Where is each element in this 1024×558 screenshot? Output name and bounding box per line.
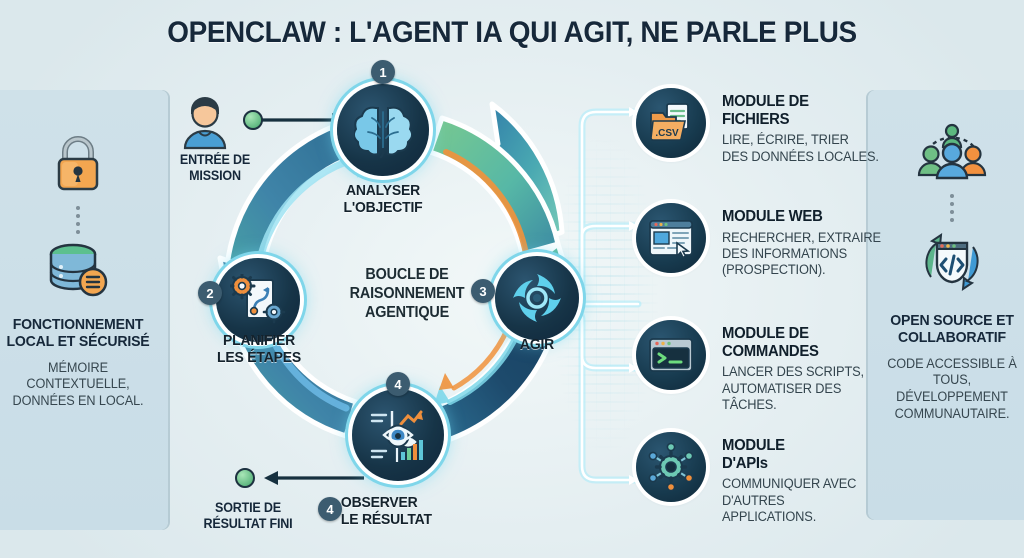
- left-panel-description: MÉMOIRE CONTEXTUELLE, DONNÉES EN LOCAL.: [12, 359, 144, 409]
- step-badge-4: 4: [386, 372, 410, 396]
- step-badge-1: 1: [371, 60, 395, 84]
- padlock-icon: [49, 132, 107, 199]
- right-panel-description: CODE ACCESSIBLE À TOUS, DÉVELOPPEMENT CO…: [887, 355, 1017, 422]
- cycle-label-agir: AGIR: [519, 336, 555, 353]
- community-people-icon: [912, 122, 992, 187]
- output-arrow-icon: [264, 471, 364, 485]
- left-panel-heading: FONCTIONNEMENT LOCAL ET SÉCURISÉ: [6, 316, 150, 351]
- swirl-action-icon: [509, 270, 565, 326]
- input-marker-dot: [243, 110, 263, 130]
- code-shield-icon: [915, 229, 989, 300]
- step-badge-3: 3: [471, 279, 495, 303]
- step-badge-2: 2: [198, 281, 222, 305]
- output-marker-dot: [235, 468, 255, 488]
- page-title: OPENCLAW : L'AGENT IA QUI AGIT, NE PARLE…: [167, 16, 857, 49]
- module-title: MODULE WEB: [722, 208, 823, 225]
- cycle-node-agir[interactable]: [495, 256, 579, 340]
- cycle-node-analyser[interactable]: [337, 84, 429, 176]
- user-input-icon: [179, 92, 231, 155]
- step-badge-4-duplicate: 4: [318, 497, 342, 521]
- browser-window-icon: [636, 203, 706, 273]
- terminal-icon: [636, 320, 706, 390]
- cycle-node-observer[interactable]: [352, 389, 444, 481]
- input-label: ENTRÉE DE MISSION: [179, 152, 251, 183]
- gears-plan-icon: [230, 274, 286, 326]
- svg-text:.CSV: .CSV: [655, 128, 679, 139]
- connector-dots: [950, 194, 955, 222]
- brain-icon: [354, 102, 412, 158]
- eye-chart-icon: [367, 406, 429, 464]
- right-panel-heading: OPEN SOURCE ET COLLABORATIF: [890, 312, 1014, 347]
- right-feature-panel: OPEN SOURCE ET COLLABORATIF CODE ACCESSI…: [868, 90, 1024, 520]
- left-feature-panel: FONCTIONNEMENT LOCAL ET SÉCURISÉ MÉMOIRE…: [0, 90, 168, 530]
- api-gear-nodes-icon: [636, 432, 706, 502]
- output-label: SORTIE DE RÉSULTAT FINI: [203, 500, 293, 531]
- database-icon: [45, 241, 111, 304]
- csv-folder-icon: .CSV: [636, 88, 706, 158]
- connector-dots: [76, 206, 81, 234]
- cycle-node-planifier[interactable]: [216, 258, 300, 342]
